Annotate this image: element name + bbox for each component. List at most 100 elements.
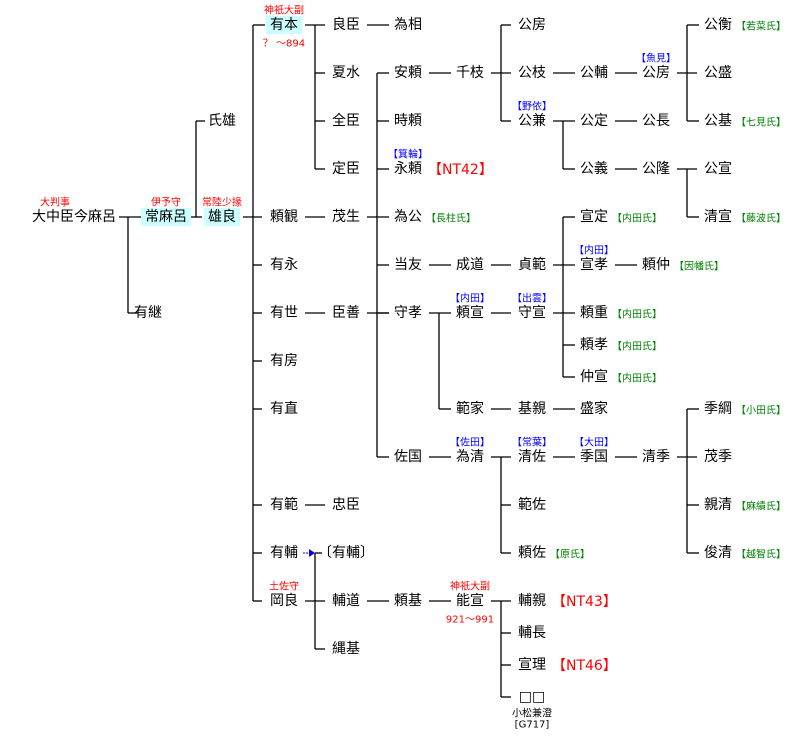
person-node[interactable]: 有永 bbox=[270, 257, 298, 273]
clan-label: 【若菜氏】 bbox=[736, 21, 786, 33]
person-node[interactable]: 頼重 bbox=[580, 305, 608, 321]
person-node[interactable]: 当友 bbox=[394, 257, 422, 273]
person-node[interactable]: 頼宣 bbox=[456, 305, 484, 321]
person-node[interactable]: 守宣 bbox=[518, 305, 546, 321]
person-node[interactable]: 公定 bbox=[580, 113, 608, 129]
person-node[interactable]: 輔長 bbox=[518, 625, 546, 641]
person-node[interactable]: 盛家 bbox=[580, 401, 608, 417]
person-node[interactable]: 公宣 bbox=[704, 161, 732, 177]
office-title: 神祇大副 bbox=[450, 581, 490, 593]
office-title: 大判事 bbox=[40, 197, 70, 209]
person-node[interactable]: 有本 bbox=[266, 16, 302, 34]
person-node[interactable]: 常麻呂 bbox=[141, 208, 191, 226]
person-node[interactable]: 大中臣今麻呂 bbox=[32, 209, 116, 225]
person-node[interactable]: 親清 bbox=[704, 497, 732, 513]
clan-label: 【七見氏】 bbox=[736, 117, 786, 129]
life-years: 921～991 bbox=[445, 614, 495, 626]
person-node[interactable]: 宣理 bbox=[518, 657, 546, 673]
person-node[interactable]: 臣善 bbox=[332, 305, 360, 321]
person-node[interactable]: □□ bbox=[518, 689, 546, 705]
person-node[interactable]: 公隆 bbox=[642, 161, 670, 177]
person-node[interactable]: 輔親 bbox=[518, 593, 546, 609]
person-node[interactable]: 成道 bbox=[456, 257, 484, 273]
person-node[interactable]: 定臣 bbox=[332, 161, 360, 177]
person-node[interactable]: 公房 bbox=[642, 65, 670, 81]
family-name-label: 【内田】 bbox=[450, 293, 490, 305]
person-node[interactable]: 忠臣 bbox=[332, 497, 360, 513]
person-node[interactable]: 守孝 bbox=[394, 305, 422, 321]
alias-label: 小松兼澄 bbox=[512, 708, 552, 720]
person-node[interactable]: 氏雄 bbox=[208, 113, 236, 129]
person-node[interactable]: 有輔 bbox=[270, 545, 298, 561]
person-node[interactable]: 公義 bbox=[580, 161, 608, 177]
clan-label: 【内田氏】 bbox=[612, 213, 662, 225]
person-node[interactable]: 公輔 bbox=[580, 65, 608, 81]
reference-label: 【NT42】 bbox=[428, 162, 493, 178]
person-node[interactable]: 公兼 bbox=[518, 113, 546, 129]
clan-label: 【長柱氏】 bbox=[426, 213, 476, 225]
person-node[interactable]: 能宣 bbox=[456, 593, 484, 609]
arrow-head-icon bbox=[309, 549, 315, 557]
person-node[interactable]: 良臣 bbox=[332, 17, 360, 33]
person-node[interactable]: 清季 bbox=[642, 449, 670, 465]
person-node[interactable]: 季国 bbox=[580, 449, 608, 465]
family-name-label: 【佐田】 bbox=[450, 437, 490, 449]
person-node[interactable]: 仲宣 bbox=[580, 369, 608, 385]
person-node[interactable]: 清宣 bbox=[704, 209, 732, 225]
family-name-label: 【魚見】 bbox=[636, 53, 676, 65]
person-node[interactable]: 有継 bbox=[134, 305, 162, 321]
person-node[interactable]: 頼仲 bbox=[642, 257, 670, 273]
person-node[interactable]: 公衡 bbox=[704, 17, 732, 33]
person-node[interactable]: 永頼 bbox=[394, 161, 422, 177]
clan-label: 【内田氏】 bbox=[612, 373, 662, 385]
person-node[interactable]: 季綱 bbox=[704, 401, 732, 417]
person-node[interactable]: 千枝 bbox=[456, 65, 484, 81]
person-node[interactable]: 清佐 bbox=[518, 449, 546, 465]
person-node[interactable]: 貞範 bbox=[518, 257, 546, 273]
person-node[interactable]: 有房 bbox=[270, 353, 298, 369]
person-node[interactable]: 為公 bbox=[394, 209, 422, 225]
person-node[interactable]: 輔道 bbox=[332, 593, 360, 609]
person-node[interactable]: 公盛 bbox=[704, 65, 732, 81]
person-node[interactable]: 夏水 bbox=[332, 65, 360, 81]
person-node[interactable]: 宣孝 bbox=[580, 257, 608, 273]
reference-code: [G717] bbox=[514, 719, 550, 731]
person-node[interactable]: 〔有輔〕 bbox=[318, 545, 374, 561]
life-years: ？ ～894 bbox=[262, 38, 306, 50]
person-node[interactable]: 佐国 bbox=[394, 449, 422, 465]
person-node[interactable]: 全臣 bbox=[332, 113, 360, 129]
person-node[interactable]: 公房 bbox=[518, 17, 546, 33]
person-node[interactable]: 基親 bbox=[518, 401, 546, 417]
person-node[interactable]: 為清 bbox=[456, 449, 484, 465]
person-node[interactable]: 為相 bbox=[394, 17, 422, 33]
person-node[interactable]: 頼佐 bbox=[518, 545, 546, 561]
family-name-label: 【野依】 bbox=[512, 101, 552, 113]
person-node[interactable]: 公基 bbox=[704, 113, 732, 129]
person-node[interactable]: 頼孝 bbox=[580, 337, 608, 353]
person-node[interactable]: 茂生 bbox=[332, 209, 360, 225]
clan-label: 【麻績氏】 bbox=[736, 501, 786, 513]
family-name-label: 【内田】 bbox=[574, 245, 614, 257]
person-node[interactable]: 有範 bbox=[270, 497, 298, 513]
person-node[interactable]: 岡良 bbox=[270, 593, 298, 609]
person-node[interactable]: 範佐 bbox=[518, 497, 546, 513]
clan-label: 【藤波氏】 bbox=[736, 213, 786, 225]
person-node[interactable]: 有直 bbox=[270, 401, 298, 417]
person-node[interactable]: 縄基 bbox=[332, 641, 360, 657]
person-node[interactable]: 公枝 bbox=[518, 65, 546, 81]
person-node[interactable]: 俊清 bbox=[704, 545, 732, 561]
person-node[interactable]: 時頼 bbox=[394, 113, 422, 129]
person-node[interactable]: 安頼 bbox=[394, 65, 422, 81]
person-node[interactable]: 頼観 bbox=[270, 209, 298, 225]
person-node[interactable]: 雄良 bbox=[204, 208, 240, 226]
person-node[interactable]: 茂季 bbox=[704, 449, 732, 465]
office-title: 土佐守 bbox=[269, 581, 299, 593]
clan-label: 【内田氏】 bbox=[612, 309, 662, 321]
person-node[interactable]: 公長 bbox=[642, 113, 670, 129]
clan-label: 【因幡氏】 bbox=[674, 261, 724, 273]
person-node[interactable]: 宣定 bbox=[580, 209, 608, 225]
reference-label: 【NT46】 bbox=[552, 658, 617, 674]
person-node[interactable]: 有世 bbox=[270, 305, 298, 321]
person-node[interactable]: 頼基 bbox=[394, 593, 422, 609]
person-node[interactable]: 範家 bbox=[456, 401, 484, 417]
